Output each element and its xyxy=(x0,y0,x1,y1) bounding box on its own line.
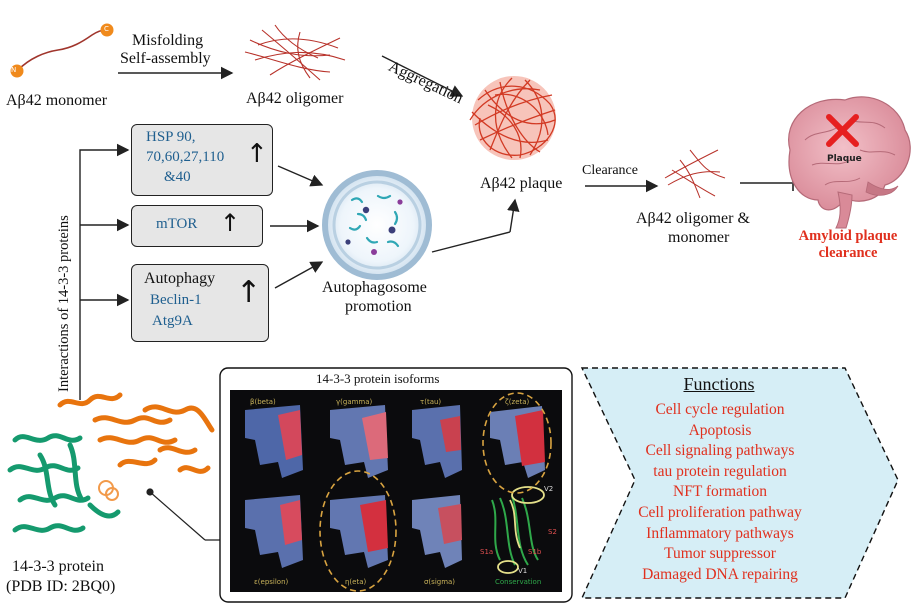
conservation-mark: S2 xyxy=(548,528,557,536)
cleared-oligomer-graphic xyxy=(664,149,726,199)
function-item: Apoptosis xyxy=(688,421,752,439)
function-item: NFT formation xyxy=(673,483,767,501)
autophagosome-arrows xyxy=(270,165,520,289)
plaque-label: Aβ42 plaque xyxy=(480,175,563,192)
plaque-cross-icon xyxy=(826,114,859,147)
monomer-label: Aβ42 monomer xyxy=(6,92,108,109)
autophagy-box: Autophagy Beclin-1 Atg9A ↑ xyxy=(131,264,269,342)
hsp-box: HSP 90, 70,60,27,110 &40 ↑ xyxy=(131,124,273,196)
brain-graphic xyxy=(788,96,911,229)
n-terminus-icon xyxy=(10,64,24,78)
hsp-up-arrow-icon: ↑ xyxy=(246,139,268,169)
n-terminus-label: N xyxy=(11,66,17,74)
c-terminus-icon xyxy=(100,23,114,37)
brain-plaque-label: Plaque xyxy=(827,154,862,164)
autophagosome-label-1: Autophagosome xyxy=(322,279,427,296)
isoform-label: η(eta) xyxy=(345,578,367,586)
functions-list: Cell cycle regulation Apoptosis Cell sig… xyxy=(610,400,830,585)
mtor-up-arrow-icon: ↑ xyxy=(220,209,241,237)
function-item: Inflammatory pathways xyxy=(646,524,794,542)
beclin-label: Beclin-1 xyxy=(150,292,202,308)
atg-label: Atg9A xyxy=(152,313,193,329)
isoform-label: γ(gamma) xyxy=(336,398,373,406)
isoform-label: ζ(zeta) xyxy=(505,398,530,406)
isoform-label: τ(tau) xyxy=(420,398,442,406)
aggregation-arrow xyxy=(381,55,464,97)
c-terminus-label: C xyxy=(104,25,109,33)
clearance-label: Clearance xyxy=(582,163,638,178)
conservation-mark: S1a xyxy=(480,548,494,556)
protein-label-1: 14-3-3 protein xyxy=(12,558,104,575)
autophagosome-graphic xyxy=(322,170,432,280)
function-item: Damaged DNA repairing xyxy=(642,565,798,583)
conservation-mark: S1b xyxy=(528,548,542,556)
autophagosome-label-2: promotion xyxy=(345,298,412,315)
monomer-graphic xyxy=(10,23,114,78)
function-item: tau protein regulation xyxy=(653,462,787,480)
oligomer-label: Aβ42 oligomer xyxy=(246,90,344,107)
oligomer-graphic xyxy=(244,24,346,81)
protein-label-2: (PDB ID: 2BQ0) xyxy=(6,578,116,595)
isoform-label: β(beta) xyxy=(250,398,276,406)
amyloid-clearance-label-2: clearance xyxy=(818,245,878,261)
cleared-oligomer-label-1: Aβ42 oligomer & xyxy=(636,210,750,227)
autophagy-up-arrow-icon: ↑ xyxy=(236,275,262,310)
function-item: Cell proliferation pathway xyxy=(638,503,802,521)
functions-chevron xyxy=(580,367,899,599)
mtor-label: mTOR xyxy=(156,216,198,232)
hsp-line-3: &40 xyxy=(164,169,191,185)
misfolding-label: Misfolding xyxy=(132,32,204,49)
hsp-line-2: 70,60,27,110 xyxy=(146,149,225,165)
protein-structure-graphic xyxy=(7,392,215,533)
functions-title: Functions xyxy=(683,374,755,394)
function-item: Cell cycle regulation xyxy=(655,401,785,418)
isoform-label: ε(epsilon) xyxy=(254,578,289,586)
conservation-mark: V2 xyxy=(544,485,554,493)
amyloid-clearance-label-1: Amyloid plaque xyxy=(798,228,898,244)
isoform-surfaces xyxy=(245,392,552,592)
cleared-oligomer-label-2: monomer xyxy=(668,229,730,246)
interactions-bracket xyxy=(79,143,130,400)
self-assembly-label: Self-assembly xyxy=(120,50,211,67)
conservation-mark: V1 xyxy=(518,567,528,575)
isoforms-title: 14-3-3 protein isoforms xyxy=(316,371,440,386)
function-item: Tumor suppressor xyxy=(664,545,776,563)
autophagy-title: Autophagy xyxy=(144,270,216,287)
interactions-label: Interactions of 14-3-3 proteins xyxy=(56,215,72,392)
mtor-box: mTOR ↑ xyxy=(131,205,263,247)
plaque-graphic xyxy=(469,76,556,160)
protein-connector xyxy=(146,488,230,541)
isoform-label: σ(sigma) xyxy=(424,578,456,586)
hsp-line-1: HSP 90, xyxy=(146,129,196,145)
isoform-label: Conservation xyxy=(495,578,542,586)
function-item: Cell signaling pathways xyxy=(645,442,795,460)
